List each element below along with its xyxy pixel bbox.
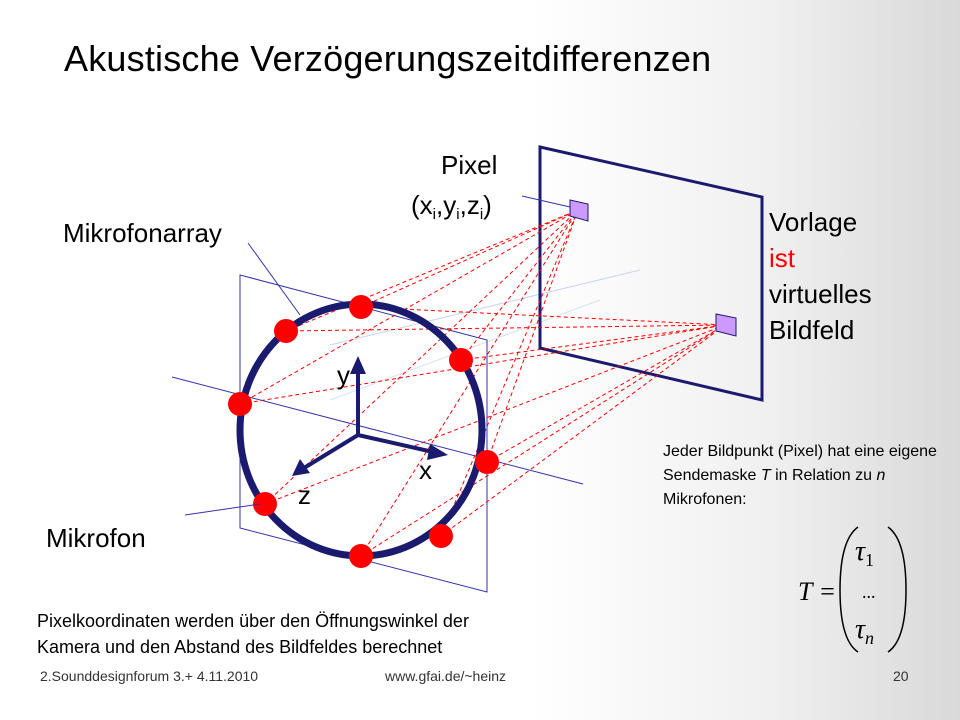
page-number: 20	[893, 668, 909, 684]
delay-ray	[440, 324, 726, 537]
microphone-dot-4	[228, 392, 252, 416]
formula-tau-1: τ1	[855, 536, 874, 570]
delay-ray	[264, 324, 726, 505]
note-line-1: Pixelkoordinaten werden über den Öffnung…	[37, 611, 469, 631]
delay-ray	[239, 209, 579, 405]
delay-ray	[239, 324, 726, 405]
footer-url[interactable]: www.gfai.de/~heinz	[385, 668, 507, 684]
microphone-dot-8	[349, 544, 373, 568]
mikrofonarray-label: Mikrofonarray	[63, 218, 222, 248]
microphone-array-ring	[236, 300, 486, 560]
ray-group	[239, 209, 726, 557]
microphone-dot-6	[253, 492, 277, 516]
image-field-plane	[538, 145, 764, 402]
note-line-2: Kamera und den Abstand des Bildfeldes be…	[37, 637, 443, 657]
axis-z-label: z	[298, 480, 311, 510]
delay-ray	[360, 306, 726, 326]
pixelkoordinaten-note: Pixelkoordinaten werden über den Öffnung…	[37, 608, 469, 660]
delay-ray	[285, 324, 726, 332]
mikrofonarray-leader-line	[247, 242, 301, 316]
mikrofon-leader-line	[184, 503, 261, 516]
delay-ray	[264, 209, 579, 505]
delay-ray	[460, 324, 726, 361]
z-axis-arrowhead	[292, 459, 310, 476]
delay-ray	[360, 209, 579, 308]
pixel-marker-2	[715, 313, 737, 337]
pixel-marker-1	[569, 199, 589, 222]
vorlage-label: Vorlage	[769, 207, 858, 237]
page-title: Akustische Verzögerungszeitdifferenzen	[64, 38, 712, 79]
virtuelles-label: virtuelles	[769, 279, 872, 309]
microphone-dot-3	[449, 348, 473, 372]
delay-ray	[360, 324, 726, 557]
mikrofon-label: Mikrofon	[46, 523, 146, 553]
delay-ray	[360, 209, 579, 557]
microphone-dot-7	[429, 524, 453, 548]
pixel-leader-line	[521, 195, 571, 208]
ist-label: ist	[769, 243, 795, 273]
matrix-bracket-left	[839, 526, 859, 653]
pixel-coordinates-label: (xi,yi,zi)	[411, 190, 492, 223]
bildfeld-label: Bildfeld	[769, 315, 855, 345]
microphone-dot-5	[475, 450, 499, 474]
delay-ray	[460, 209, 579, 361]
formula-tau-n: τn	[855, 614, 874, 648]
formula-dots: ...	[862, 582, 876, 602]
delay-ray	[486, 209, 579, 463]
vorlage-label-block: Vorlage ist virtuelles Bildfeld	[769, 204, 872, 348]
x-axis-arrowhead	[427, 444, 448, 460]
microphone-group	[228, 295, 499, 568]
delay-ray	[486, 324, 726, 463]
array-guide-axis	[171, 376, 584, 485]
matrix-bracket-right	[887, 526, 907, 653]
microphone-dot-1	[349, 295, 373, 319]
axis-y-label: y	[337, 360, 350, 390]
y-axis-arrowhead	[350, 356, 366, 374]
faint-guide-line	[329, 269, 641, 346]
x-axis-arrow	[357, 433, 434, 454]
z-axis-arrow	[302, 433, 360, 470]
footer-event: 2.Sounddesignforum 3.+ 4.11.2010	[40, 668, 259, 684]
formula-lhs: T =	[798, 577, 836, 606]
microphone-dot-2	[274, 319, 298, 343]
pixel-label: Pixel	[441, 150, 498, 180]
axis-x-label: x	[419, 455, 432, 485]
delay-ray	[285, 209, 579, 332]
delay-ray	[440, 209, 579, 537]
sendemaske-description: Jeder Bildpunkt (Pixel) hat eine eigene …	[663, 443, 937, 508]
